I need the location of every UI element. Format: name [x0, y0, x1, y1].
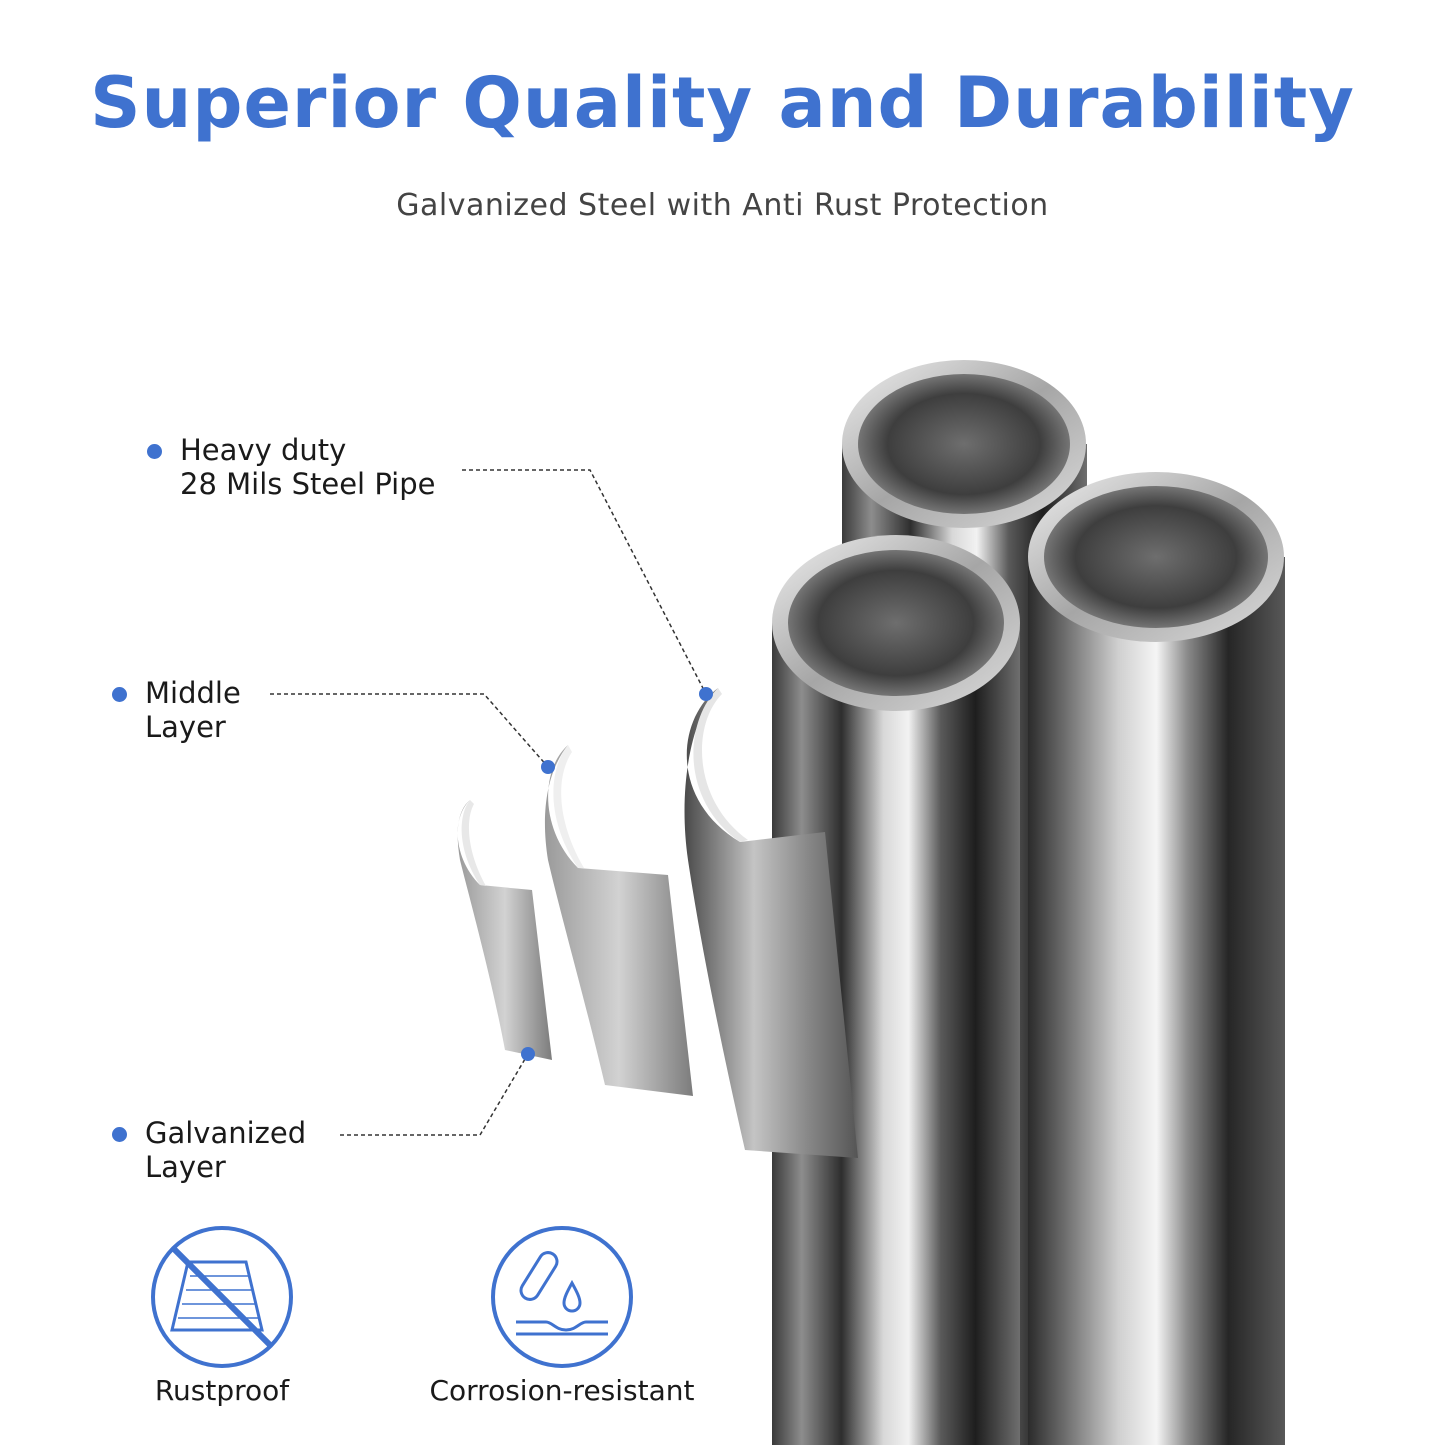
page-subtitle: Galvanized Steel with Anti Rust Protecti…: [396, 188, 1049, 223]
feature-label-rustproof: Rustproof: [154, 1374, 290, 1407]
label-line: Middle: [145, 676, 241, 710]
page-title: Superior Quality and Durability: [90, 62, 1355, 144]
galvanized-layer-shell: [457, 800, 552, 1060]
outer-pipe-shell: [684, 688, 858, 1158]
marker-dot: [521, 1047, 535, 1061]
label-line: 28 Mils Steel Pipe: [180, 467, 436, 501]
middle-layer-shell: [544, 745, 693, 1096]
marker-dot: [541, 760, 555, 774]
bullet-dot: [147, 444, 162, 459]
marker-dot: [699, 687, 713, 701]
bullet-dot: [112, 1127, 127, 1142]
leader-lines: [270, 469, 707, 1136]
right-pipe: [1028, 472, 1285, 1445]
label-line: Layer: [145, 1150, 226, 1184]
label-middle-layer: Middle Layer: [145, 676, 241, 744]
label-heavy-duty-pipe: Heavy duty 28 Mils Steel Pipe: [180, 433, 435, 501]
bullet-dot: [112, 687, 127, 702]
corrosion-resistant-icon: [491, 1226, 633, 1368]
rustproof-icon: [151, 1226, 293, 1368]
label-line: Galvanized: [145, 1116, 307, 1150]
label-galvanized-layer: Galvanized Layer: [145, 1116, 306, 1184]
label-line: Layer: [145, 710, 226, 744]
front-pipe: [772, 535, 1020, 1445]
feature-label-corrosion-resistant: Corrosion-resistant: [429, 1374, 695, 1407]
label-line: Heavy duty: [180, 433, 347, 467]
